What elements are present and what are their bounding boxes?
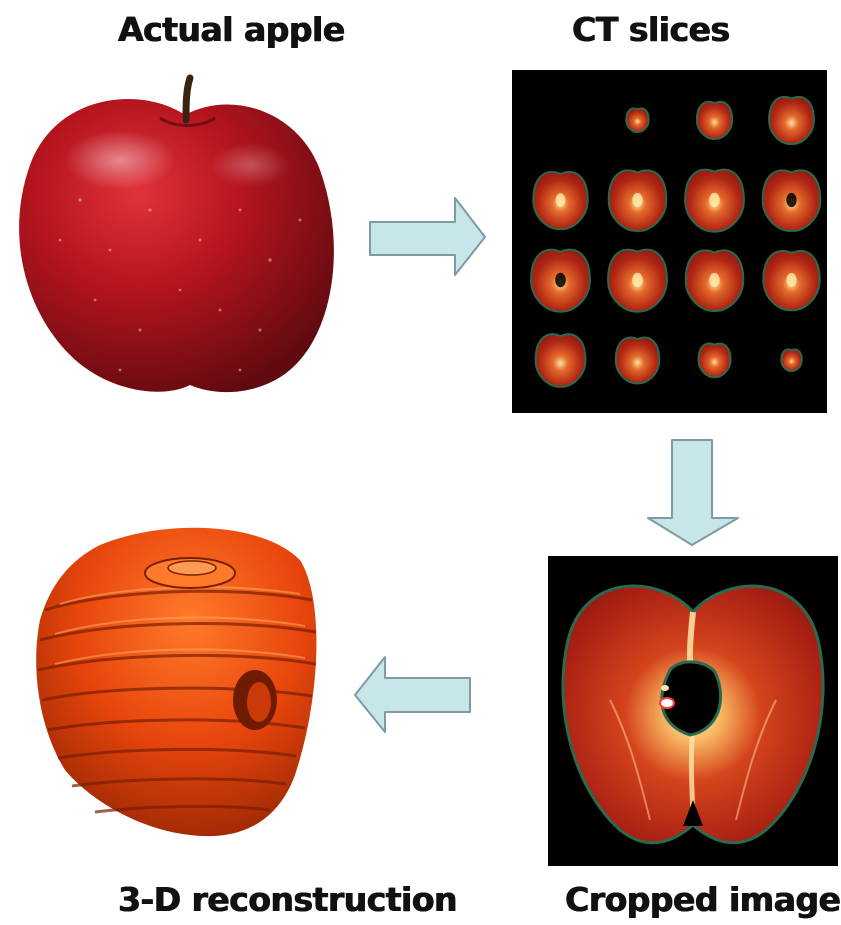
ct-slices-panel [512,70,827,413]
ct-slice-thumbnail [699,344,731,378]
arrow-right-icon [370,198,485,275]
ct-slice-core [709,273,719,287]
cropped-image-panel [548,556,838,866]
ct-slice-core [786,193,796,207]
ct-slice-thumbnail [769,97,814,144]
ct-slice-thumbnail [781,349,801,371]
ct-slice-thumbnail [536,334,586,387]
ct-slice-core [632,273,643,288]
arrow-left-icon [355,657,470,732]
ct-slice-thumbnail [626,108,648,132]
ct-slice-core [786,273,796,287]
ct-slice-thumbnail [697,102,732,139]
apple-photo [19,78,334,392]
arrow-down-icon [648,440,738,545]
ct-slice-core [632,193,642,207]
ct-slice-core [709,193,720,208]
ct-slice-thumbnail [616,338,660,384]
ct-slice-core [555,273,566,288]
ct-slice-core [556,193,566,206]
reconstruction-render [36,528,316,836]
